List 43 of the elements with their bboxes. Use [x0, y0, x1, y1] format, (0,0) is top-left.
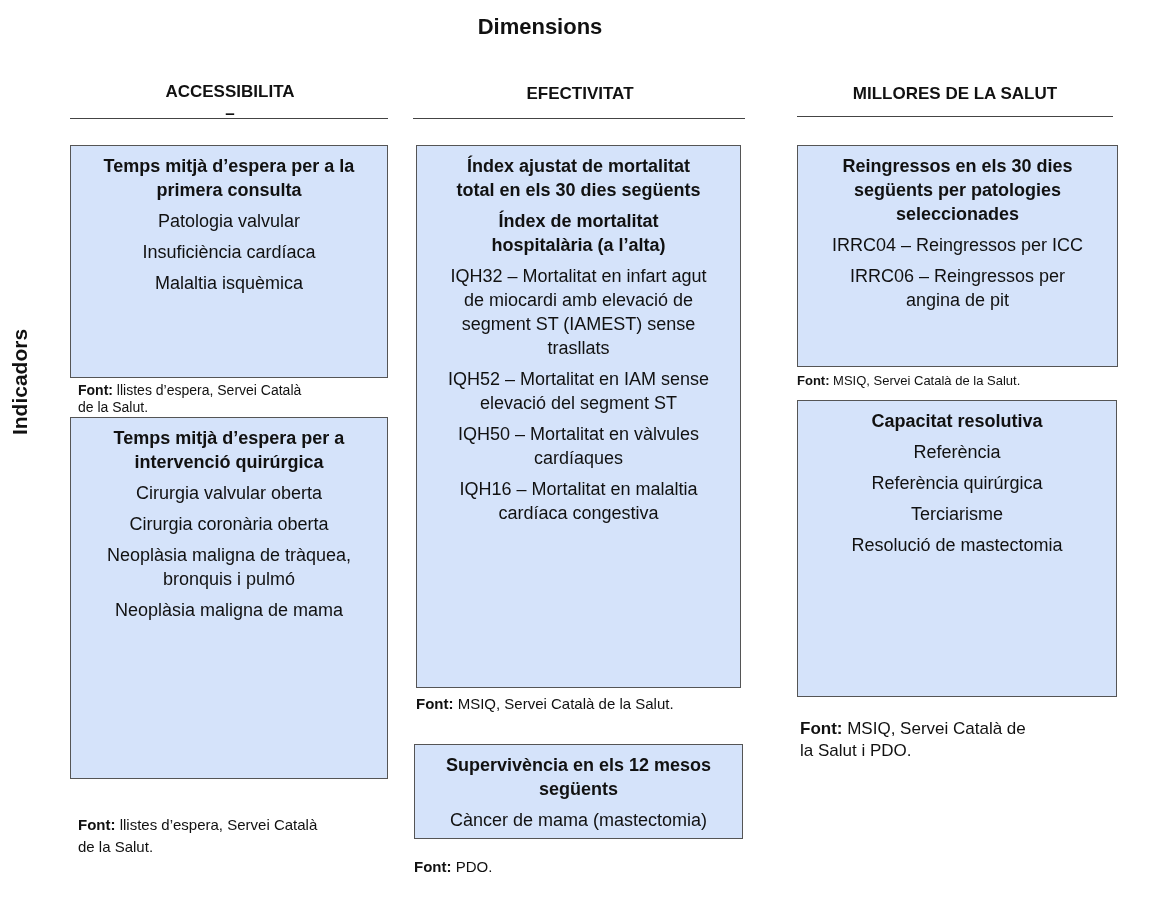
indicator-item: IQH16 – Mortalitat en malaltia cardíaca congestiva — [458, 478, 699, 525]
indicator-item: IQH32 – Mortalitat en infart agut de miocardi amb elevació de segment ST (IAMEST) sense trasllats — [449, 265, 708, 360]
indicator-item: Cirurgia coronària oberta — [129, 513, 329, 536]
source-note: Font: MSIQ, Servei Català de la Salut. — [416, 694, 675, 714]
indicator-item: Neoplàsia maligna de mama — [114, 599, 344, 622]
source-note: Font: llistes d’espera, Servei Català de la Salut. — [78, 382, 303, 416]
indicator-heading: Índex ajustat de mortalitat total en els 30 dies següents — [455, 154, 702, 202]
indicator-box — [414, 744, 743, 839]
indicator-item: Resolució de mastectomia — [851, 534, 1063, 557]
indicator-item: Insuficiència cardíaca — [142, 241, 316, 264]
indicator-item: Patologia valvular — [157, 210, 301, 233]
source-note: Font: MSIQ, Servei Català de la Salut i PDO. — [800, 718, 1027, 762]
indicator-item: IRRC04 – Reingressos per ICC — [831, 234, 1084, 257]
indicator-box — [797, 145, 1118, 367]
indicator-box — [797, 400, 1117, 697]
column-header: ACCESSIBILITA — [164, 82, 296, 102]
indicator-item: Malaltia isquèmica — [154, 272, 304, 295]
indicator-heading: Supervivència en els 12 mesos següents — [445, 754, 712, 801]
column-header: MILLORES DE LA SALUT — [851, 84, 1059, 104]
indicator-item: Referència quirúrgica — [871, 472, 1043, 495]
indicator-heading: Temps mitjà d’espera per a la primera consulta — [102, 155, 356, 202]
indicator-item: IQH52 – Mortalitat en IAM sense elevació del segment ST — [447, 368, 710, 415]
indicator-heading: Índex de mortalitat hospitalària (a l’alta) — [490, 209, 667, 257]
diagram-title: Dimensions — [476, 14, 604, 40]
indicator-box — [70, 417, 388, 779]
indicator-item: Cirurgia valvular oberta — [135, 482, 323, 505]
indicator-item: IQH50 – Mortalitat en vàlvules cardíaques — [456, 423, 701, 470]
source-note: Font: llistes d’espera, Servei Català de la Salut. — [78, 815, 319, 857]
column-header: EFECTIVITAT — [525, 84, 635, 104]
source-note: Font: PDO. — [414, 857, 494, 877]
indicator-heading: Reingressos en els 30 dies següents per patologies seleccionades — [841, 155, 1074, 226]
indicator-item: IRRC06 – Reingressos per angina de pit — [848, 265, 1067, 312]
indicator-item: Terciarisme — [911, 503, 1003, 526]
indicator-box — [70, 145, 388, 378]
source-note: Font: MSIQ, Servei Català de la Salut. — [797, 372, 1022, 390]
indicator-item: Neoplàsia maligna de tràquea, bronquis i pulmó — [105, 544, 353, 591]
indicator-box — [416, 145, 741, 688]
indicator-item: Referència — [913, 441, 1001, 464]
column-header: – — [224, 104, 236, 124]
indicator-item: Càncer de mama (mastectomia) — [449, 809, 708, 832]
indicator-heading: Temps mitjà d’espera per a intervenció quirúrgica — [112, 427, 346, 474]
indicator-heading: Capacitat resolutiva — [871, 410, 1043, 433]
row-header: Indicadors — [8, 327, 32, 438]
